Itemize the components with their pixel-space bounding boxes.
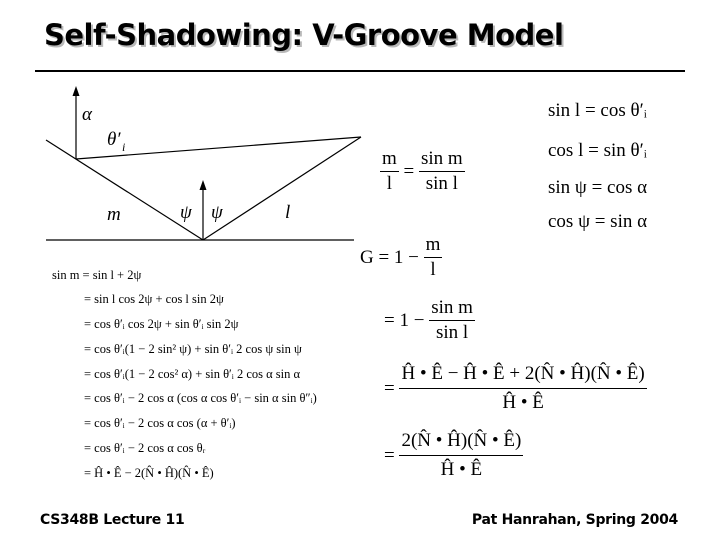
identity-cos-psi: cos ψ = sin α <box>548 211 648 232</box>
g2-den: sin l <box>429 320 475 344</box>
shadow-ray <box>75 136 362 160</box>
ratio-equals: = <box>403 160 415 182</box>
g4-lhs: = <box>384 444 395 466</box>
l-label: l <box>285 202 290 223</box>
arrowhead-center <box>199 180 207 190</box>
groove-right-face <box>202 136 362 241</box>
identity-sin-psi: sin ψ = cos α <box>548 177 648 198</box>
ratio-den-left: l <box>380 171 399 195</box>
g3-lhs: = <box>384 377 395 399</box>
derivation-line-5: = cos θ′ᵢ(1 − 2 cos² α) + sin θ′ᵢ 2 cos … <box>84 367 301 381</box>
identity-cos-l: cos l = sin θ′ᵢ <box>548 140 647 161</box>
m-label: m <box>107 204 121 225</box>
psi-left-label: ψ <box>180 202 193 223</box>
derivation-line-9: = Ĥ • Ê − 2(N̂ • Ĥ)(N̂ • Ê) <box>84 466 214 480</box>
groove-left-face <box>45 139 204 241</box>
derivation-line-6: = cos θ′ᵢ − 2 cos α (cos α cos θ′ᵢ − sin… <box>84 391 317 405</box>
g2-num: sin m <box>431 297 473 318</box>
g-equation-4: = 2(N̂ • Ĥ)(N̂ • Ê) Ĥ • Ê <box>384 430 524 481</box>
v-groove-diagram: α θ′ i m ψ ψ l <box>45 86 362 241</box>
alpha-label: α <box>82 104 93 125</box>
g3-den: Ĥ • Ê <box>399 388 647 414</box>
arrowhead-left <box>72 86 80 96</box>
identity-sin-l: sin l = cos θ′ᵢ <box>548 100 647 121</box>
g1-num: m <box>425 234 441 255</box>
g3-num: Ĥ • Ê − Ĥ • Ê + 2(N̂ • Ĥ)(N̂ • Ê) <box>401 363 645 384</box>
theta-subscript: i <box>122 140 125 154</box>
g2-lhs: = 1 − <box>384 309 425 331</box>
ratio-num-right: sin m <box>421 148 463 169</box>
derivation-line-7: = cos θ′ᵢ − 2 cos α cos (α + θ′ᵢ) <box>84 416 236 430</box>
footer-author: Pat Hanrahan, Spring 2004 <box>471 512 678 528</box>
derivation-line-2: = sin l cos 2ψ + cos l sin 2ψ <box>84 292 224 306</box>
derivation-line-4: = cos θ′ᵢ(1 − 2 sin² ψ) + sin θ′ᵢ 2 cos … <box>84 342 302 356</box>
g1-lhs: G = 1 − <box>360 246 419 268</box>
theta-label: θ′ <box>107 129 121 150</box>
ratio-num-left: m <box>382 148 397 169</box>
footer-course: CS348B Lecture 11 <box>40 512 185 528</box>
g4-den: Ĥ • Ê <box>399 455 524 481</box>
derivation-line-3: = cos θ′ᵢ cos 2ψ + sin θ′ᵢ sin 2ψ <box>84 317 239 331</box>
psi-right-label: ψ <box>211 202 224 223</box>
g-equation-3: = Ĥ • Ê − Ĥ • Ê + 2(N̂ • Ĥ)(N̂ • Ê) Ĥ • Ê <box>384 363 647 414</box>
derivation-line-8: = cos θ′ᵢ − 2 cos α cos θᵣ <box>84 441 206 455</box>
ratio-den-right: sin l <box>419 171 465 195</box>
slide-title: Self-Shadowing: V-Groove Model <box>44 18 564 52</box>
derivation-line-1: sin m = sin l + 2ψ <box>52 268 142 282</box>
g1-den: l <box>423 257 443 281</box>
g4-num: 2(N̂ • Ĥ)(N̂ • Ê) <box>401 430 522 451</box>
title-divider <box>35 70 685 72</box>
